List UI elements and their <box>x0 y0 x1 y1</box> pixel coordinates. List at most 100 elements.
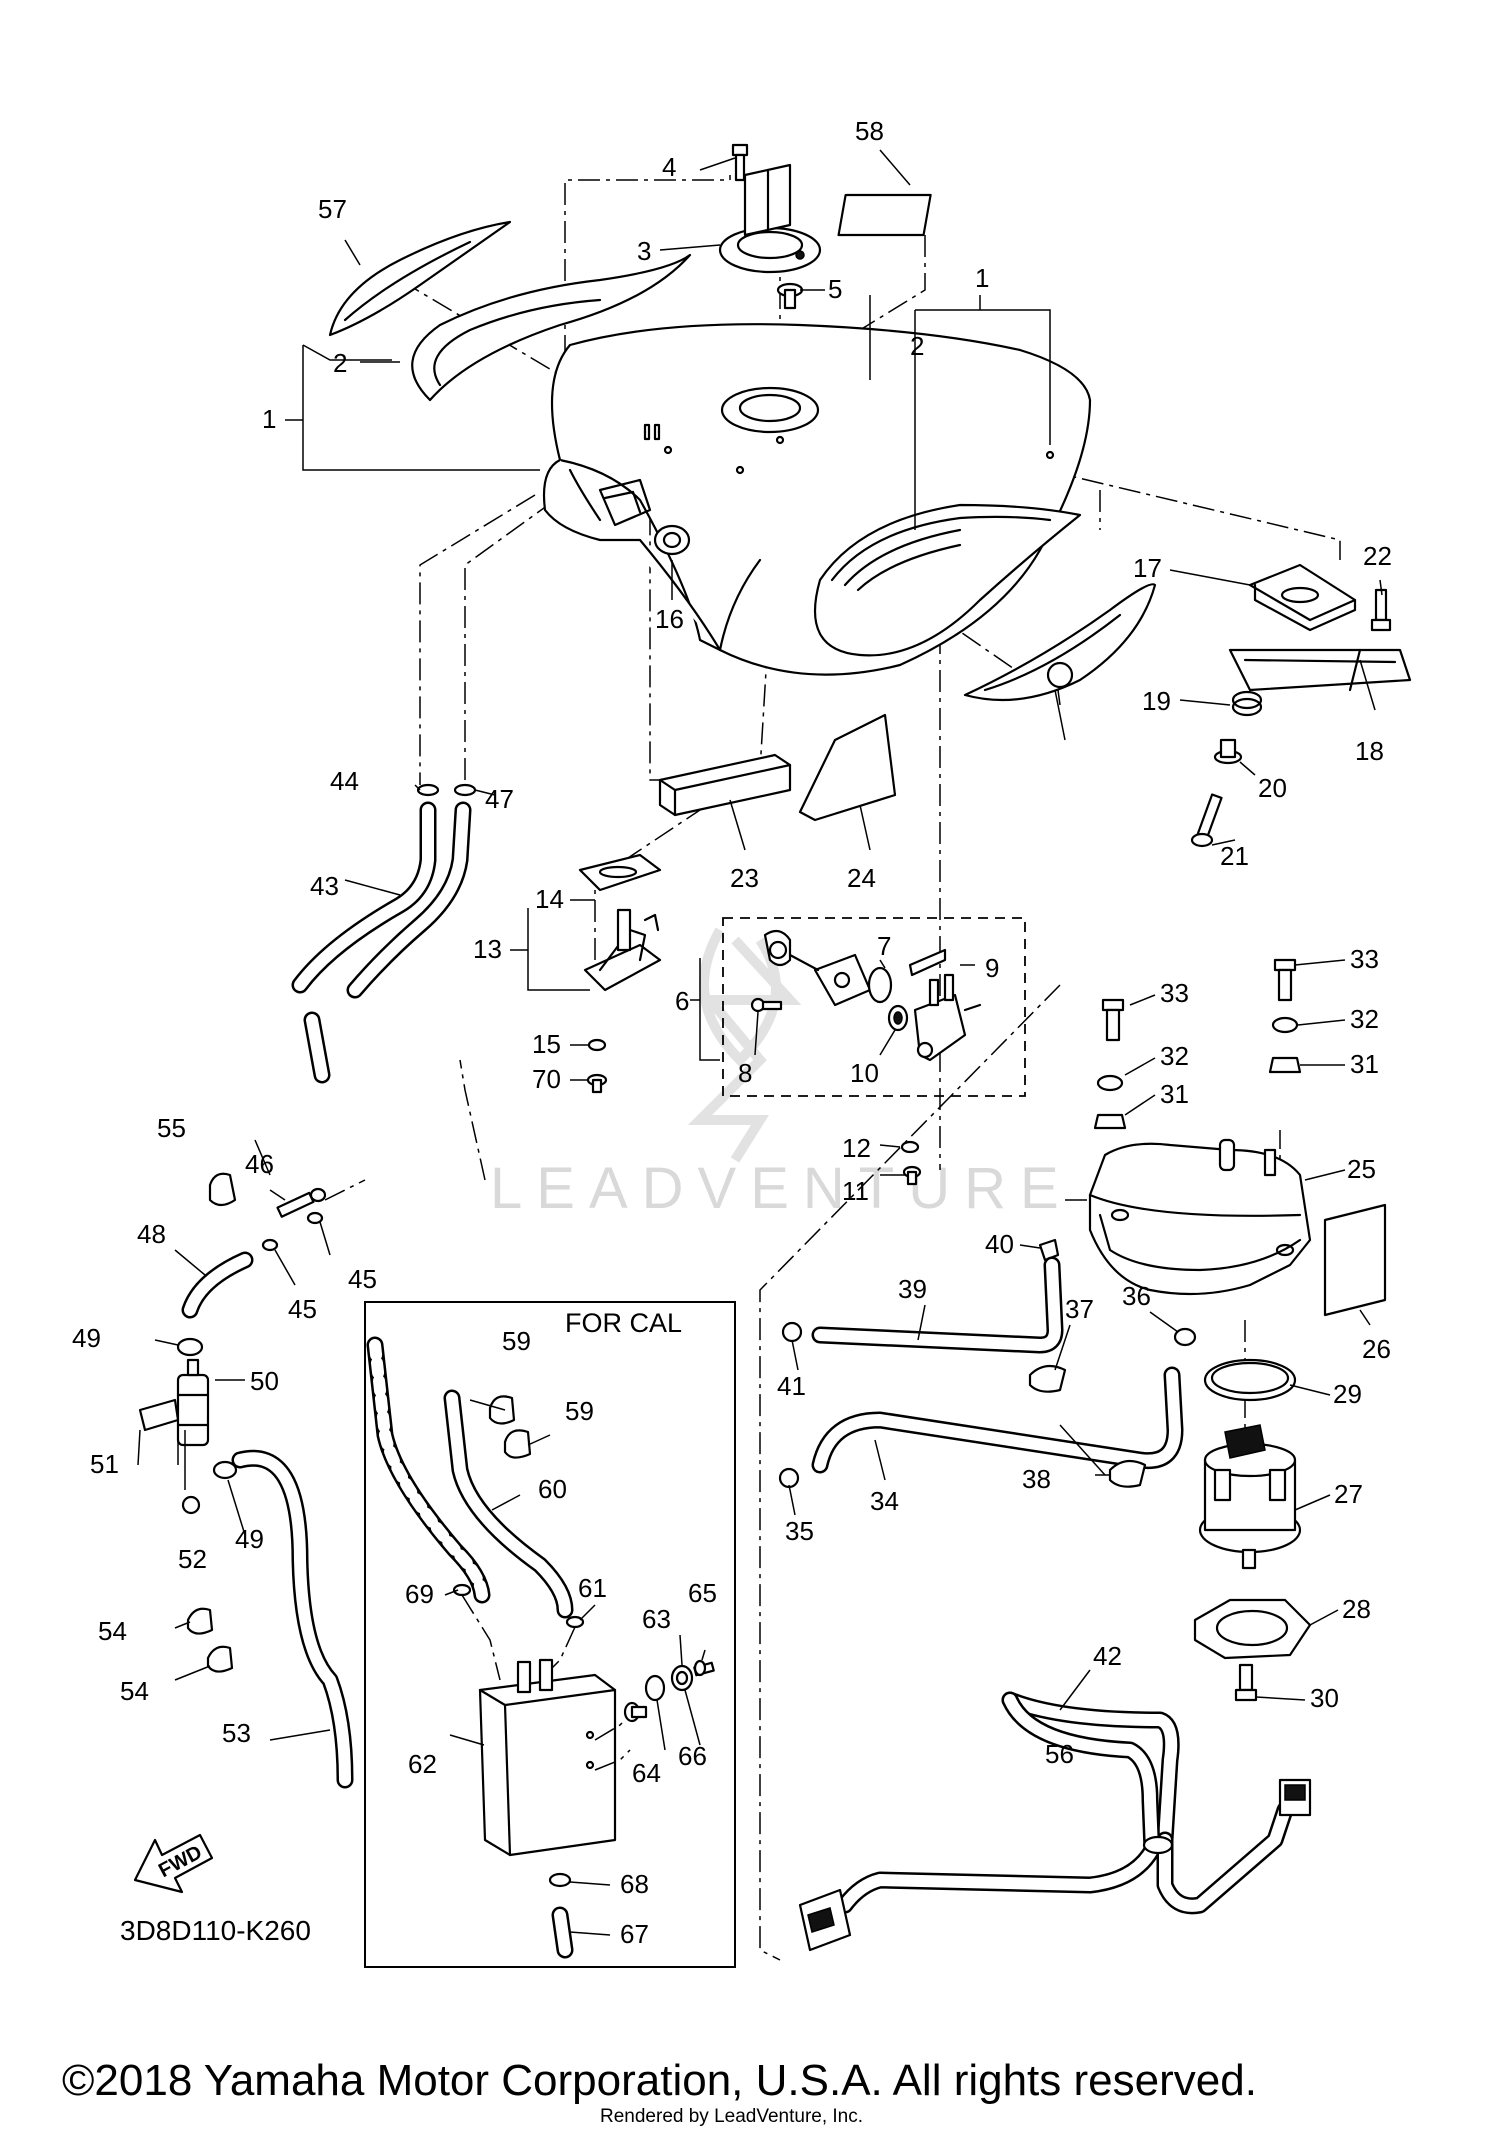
callout: 47 <box>485 784 514 814</box>
clip-44 <box>416 783 440 797</box>
callout: 20 <box>1258 773 1287 803</box>
sender-unit-6 <box>763 929 792 967</box>
callout: 22 <box>1363 541 1392 571</box>
callout: 27 <box>1334 1479 1363 1509</box>
callout: 31 <box>1350 1049 1379 1079</box>
cap-52 <box>181 1495 201 1515</box>
callout: 13 <box>473 934 502 964</box>
clip-38 <box>1108 1459 1147 1488</box>
collar-20 <box>1213 738 1243 765</box>
callout: 61 <box>578 1573 607 1603</box>
for-cal-inset: FOR CAL <box>364 1301 736 1968</box>
callout: 19 <box>1142 686 1171 716</box>
nut-31a <box>1093 1113 1127 1130</box>
callout: 68 <box>620 1869 649 1899</box>
callout: 36 <box>1122 1281 1151 1311</box>
callout: 42 <box>1093 1641 1122 1671</box>
screw-8 <box>750 997 783 1013</box>
callout: 66 <box>678 1741 707 1771</box>
clip-49b <box>212 1460 238 1480</box>
callout: 69 <box>405 1579 434 1609</box>
callout: 28 <box>1342 1594 1371 1624</box>
harness-42 <box>798 1691 1312 1952</box>
group-6-box <box>722 917 1026 1097</box>
callout: 12 <box>842 1133 871 1163</box>
callout: 59 <box>565 1396 594 1426</box>
screw-70 <box>586 1073 608 1094</box>
diagram-code: 3D8D110-K260 <box>120 1915 311 1946</box>
callout: 65 <box>688 1578 717 1608</box>
gasket-29 <box>1203 1358 1297 1402</box>
bolt-33b <box>1273 958 1297 1002</box>
tank-left-graphic <box>411 253 692 402</box>
damper-24 <box>798 713 897 822</box>
joint-46 <box>276 1187 327 1218</box>
callout: 14 <box>535 884 564 914</box>
callout: 24 <box>847 863 876 893</box>
callout: 37 <box>1065 1294 1094 1324</box>
callout: 50 <box>250 1366 279 1396</box>
callout: 49 <box>235 1524 264 1554</box>
plate-14 <box>578 853 662 892</box>
bolt-22 <box>1370 588 1392 632</box>
watermark: LEADVENTURE <box>490 927 1059 1221</box>
callout: 40 <box>985 1229 1014 1259</box>
callout: 2 <box>333 348 347 378</box>
callout: 51 <box>90 1449 119 1479</box>
hose-39 <box>811 1256 1064 1354</box>
callout: 49 <box>72 1323 101 1353</box>
clip-37 <box>1028 1364 1067 1393</box>
clip-45a <box>261 1238 279 1252</box>
callout: 54 <box>98 1616 127 1646</box>
tank-side-graphic <box>813 503 1082 657</box>
hose-34 <box>811 1366 1184 1474</box>
bolt-33a <box>1101 998 1125 1042</box>
label-58 <box>837 193 932 237</box>
leader-lines <box>137 149 1383 1936</box>
callout: 63 <box>642 1604 671 1634</box>
callout: 6 <box>675 986 689 1016</box>
callout: 59 <box>502 1326 531 1356</box>
callout: 54 <box>120 1676 149 1706</box>
callout: 70 <box>532 1064 561 1094</box>
bolt-5 <box>776 282 804 310</box>
callout: 2 <box>910 331 924 361</box>
nut-31b <box>1268 1056 1302 1074</box>
callout: 53 <box>222 1718 251 1748</box>
callout: 33 <box>1350 944 1379 974</box>
callout: 41 <box>777 1371 806 1401</box>
clip-55 <box>208 1172 237 1207</box>
washer-32a <box>1096 1074 1124 1092</box>
callout: 33 <box>1160 978 1189 1008</box>
bolt-30 <box>1234 1663 1258 1702</box>
callout: 52 <box>178 1544 207 1574</box>
callout: 67 <box>620 1919 649 1949</box>
bolt-21 <box>1190 793 1223 848</box>
bracket-51 <box>138 1398 180 1432</box>
callout: 58 <box>855 116 884 146</box>
callout: 7 <box>877 931 891 961</box>
fwd-arrow: FWD <box>133 1833 214 1894</box>
callout: 5 <box>828 274 842 304</box>
callout: 31 <box>1160 1079 1189 1109</box>
label-26 <box>1323 1203 1387 1317</box>
emblem-56 <box>963 583 1157 702</box>
callout: 30 <box>1310 1683 1339 1713</box>
clip-54b <box>206 1645 234 1673</box>
callout: 57 <box>318 194 347 224</box>
clip-36 <box>1173 1327 1197 1347</box>
callout: 17 <box>1133 553 1162 583</box>
clip-45b <box>306 1211 324 1225</box>
callout: 26 <box>1362 1334 1391 1364</box>
bracket-17 <box>1248 563 1357 632</box>
screw-11 <box>902 1165 922 1186</box>
callout: 34 <box>870 1486 899 1516</box>
callout: 39 <box>898 1274 927 1304</box>
hose-43 <box>291 801 472 1084</box>
callouts: 1 1 2 2 3 4 5 6 7 8 9 10 11 12 13 14 15 … <box>72 116 1392 1949</box>
callout: 56 <box>1045 1739 1074 1769</box>
gasket-part <box>788 953 872 1007</box>
clip-47 <box>453 783 477 797</box>
callout: 10 <box>850 1058 879 1088</box>
clip-41 <box>781 1321 803 1343</box>
